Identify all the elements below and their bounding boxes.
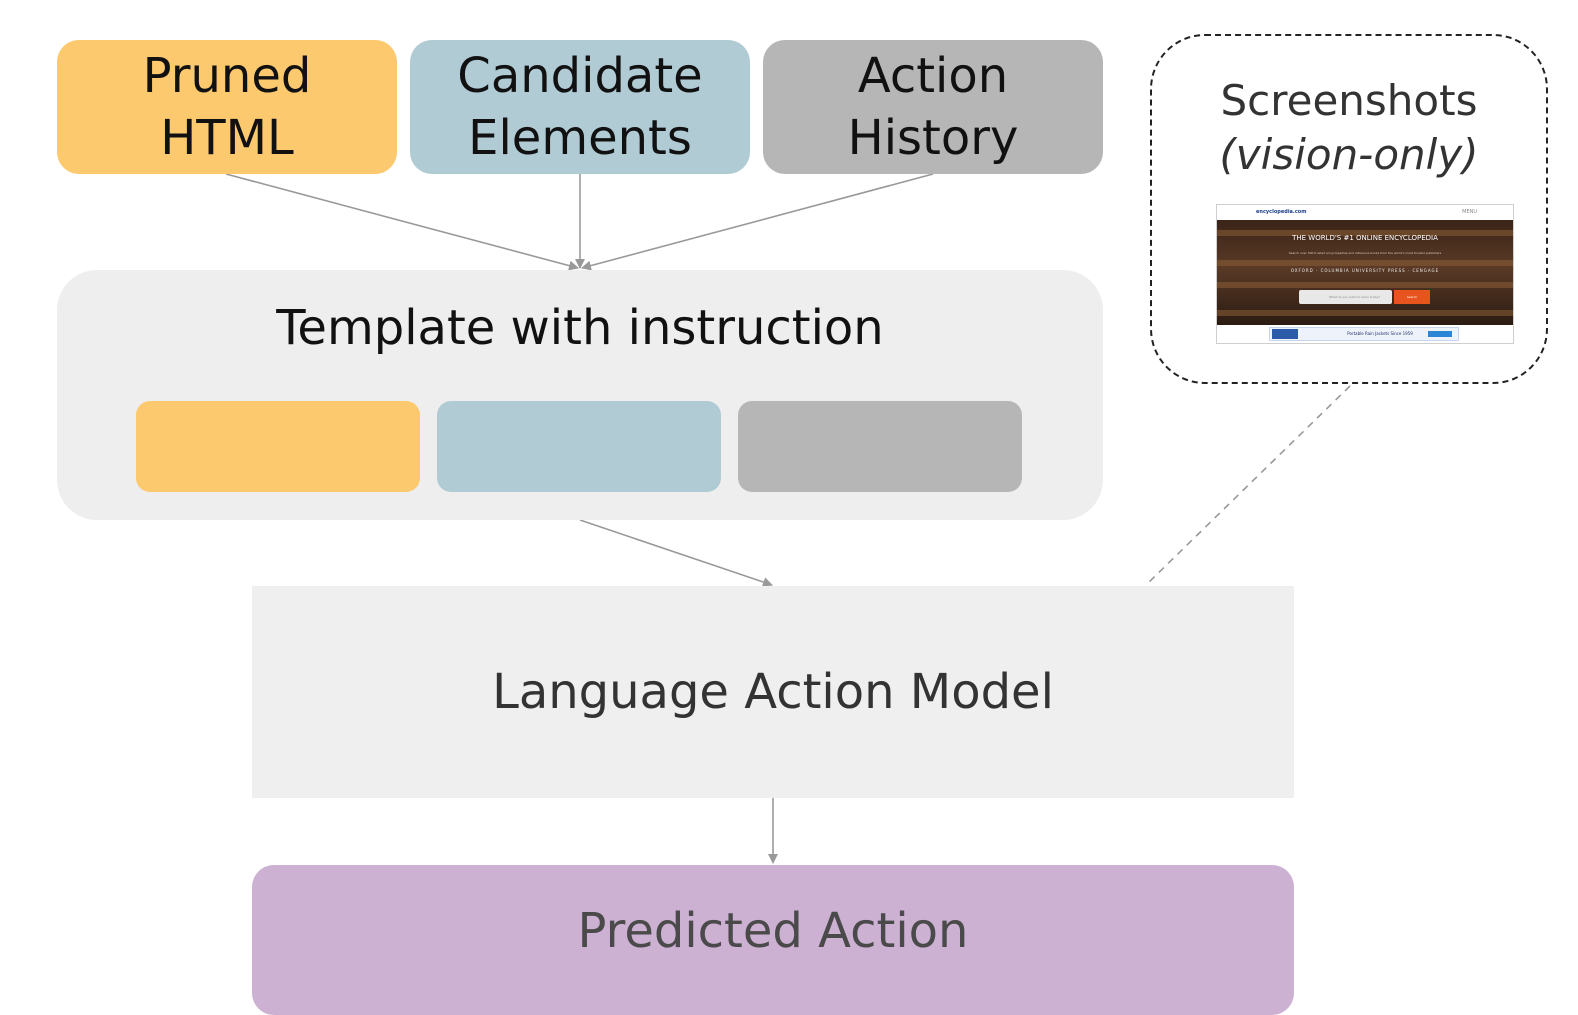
thumbnail-logo: encyclopedia.com <box>1256 209 1307 215</box>
language-action-model-label: Language Action Model <box>492 664 1054 720</box>
thumbnail-search-input: What do you want to learn today? <box>1299 290 1392 304</box>
thumbnail-ad-button <box>1428 331 1452 337</box>
arrow-pruned-to-template <box>225 173 579 271</box>
predicted-action-box: Predicted Action <box>252 865 1294 1015</box>
thumbnail-ad-banner: Portable Rain Jackets Since 1959 <box>1269 327 1459 341</box>
screenshots-box: Screenshots (vision-only) encyclopedia.c… <box>1150 34 1548 384</box>
candidate-elements-label-line2: Elements <box>468 110 692 166</box>
template-slot-action-history <box>738 401 1022 492</box>
arrow-template-to-model <box>579 519 773 587</box>
thumbnail-header: encyclopedia.com MENU <box>1217 205 1513 220</box>
thumbnail-hero: THE WORLD'S #1 ONLINE ENCYCLOPEDIA Searc… <box>1217 220 1513 325</box>
pruned-html-box: Pruned HTML <box>57 40 397 174</box>
predicted-action-label: Predicted Action <box>577 903 969 959</box>
template-slot-pruned-html <box>136 401 420 492</box>
thumbnail-search-button: Search <box>1394 290 1430 304</box>
template-title: Template with instruction <box>276 300 884 356</box>
thumbnail-menu: MENU <box>1462 209 1477 215</box>
template-slot-candidate-elements <box>437 401 721 492</box>
action-history-box: Action History <box>763 40 1103 174</box>
action-history-label-line1: Action <box>857 48 1009 104</box>
candidate-elements-box: Candidate Elements <box>410 40 750 174</box>
thumbnail-tagline: Search over 300 trusted encyclopedias an… <box>1288 251 1442 255</box>
thumbnail-bookshelf <box>1217 282 1513 288</box>
screenshot-thumbnail: encyclopedia.com MENU THE WORLD'S #1 ONL… <box>1216 204 1514 344</box>
thumbnail-ad-image <box>1272 329 1298 339</box>
pruned-html-label-line2: HTML <box>160 110 294 166</box>
thumbnail-ad-text: Portable Rain Jackets Since 1959 <box>1347 331 1413 336</box>
thumbnail-bookshelf <box>1217 260 1513 266</box>
screenshots-label: Screenshots (vision-only) <box>1152 74 1546 182</box>
arrow-history-to-template <box>581 173 934 271</box>
screenshots-title: Screenshots <box>1220 76 1478 125</box>
action-history-label-line2: History <box>847 110 1019 166</box>
candidate-elements-label-line1: Candidate <box>457 48 703 104</box>
language-action-model-box: Language Action Model <box>252 586 1294 798</box>
thumbnail-headline: THE WORLD'S #1 ONLINE ENCYCLOPEDIA <box>1292 234 1438 242</box>
screenshots-subtitle: (vision-only) <box>1219 130 1479 179</box>
template-box: Template with instruction <box>57 270 1103 520</box>
thumbnail-bookshelf <box>1217 230 1513 236</box>
arrow-screenshots-to-model <box>1145 385 1351 586</box>
thumbnail-bookshelf <box>1217 310 1513 316</box>
thumbnail-partners: OXFORD · COLUMBIA UNIVERSITY PRESS · CEN… <box>1290 268 1440 273</box>
pruned-html-label-line1: Pruned <box>142 48 312 104</box>
